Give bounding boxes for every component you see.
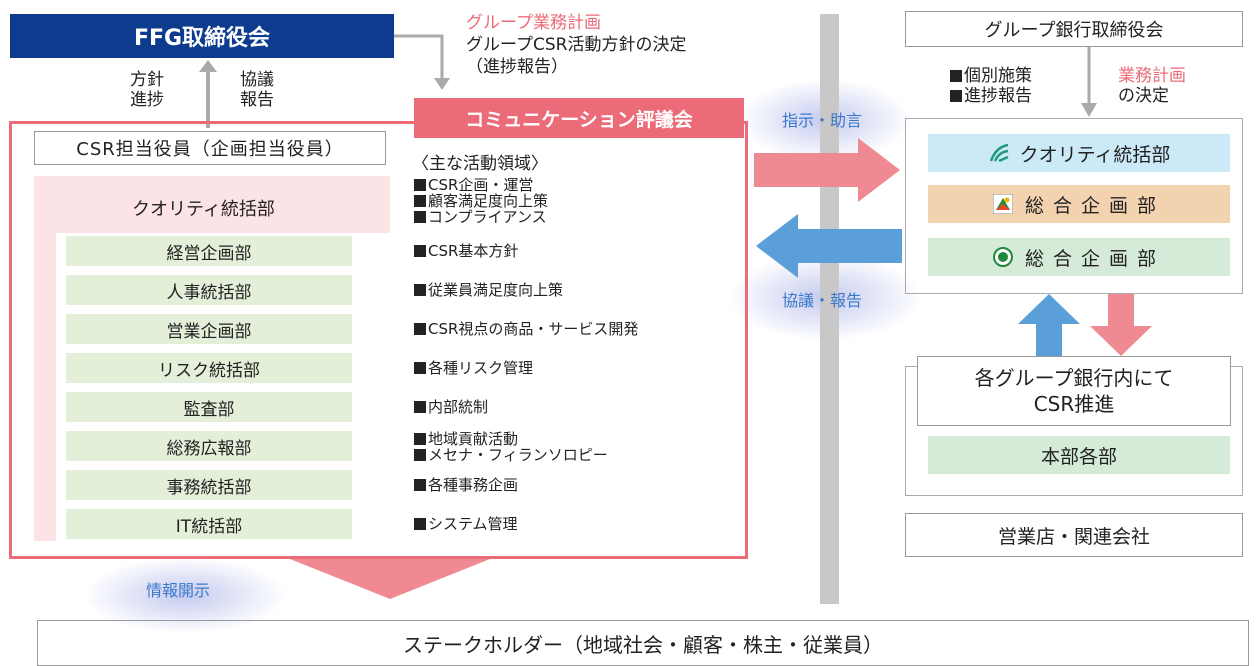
board-to-committee-arrow <box>394 34 450 90</box>
up-blue-arrow <box>1018 294 1080 356</box>
plan-decision: 業務計画 の決定 <box>1118 66 1186 106</box>
bank-depts-frame <box>905 118 1243 294</box>
up-arrow <box>199 60 217 128</box>
down-pink-arrow <box>1090 294 1152 356</box>
dept-it: IT統括部 <box>66 509 352 539</box>
branches-box: 営業店・関連会社 <box>905 513 1243 557</box>
dept-kansa-activity: 内部統制 <box>414 399 488 415</box>
bank-logo-square-icon <box>992 194 1013 214</box>
dept-somu-activity: 地域貢献活動 メセナ・フィランソロピー <box>414 431 608 463</box>
csr-officer-box: CSR担当役員（企画担当役員） <box>34 131 386 165</box>
business-plan-text: グループ業務計画 グループCSR活動方針の決定 （進捗報告） <box>466 13 687 77</box>
dept-eigyo-activity: CSR視点の商品・サービス開発 <box>414 321 638 337</box>
dept-keiei-activity: CSR基本方針 <box>414 243 518 259</box>
bank-plan-dept-1: 総合企画部 <box>928 185 1230 223</box>
policy-progress-label: 方針 進捗 <box>130 70 164 110</box>
ffg-board-label: FFG取締役会 <box>133 26 271 51</box>
dept-keiei: 経営企画部 <box>66 236 352 266</box>
report-arrow <box>756 214 902 278</box>
bank-logo-leaf-icon <box>989 143 1009 163</box>
quality-activities: CSR企画・運営 顧客満足度向上策 コンプライアンス <box>414 177 548 225</box>
dept-jinji: 人事統括部 <box>66 275 352 305</box>
quality-bg-top <box>34 176 390 233</box>
dept-it-activity: システム管理 <box>414 516 518 532</box>
dept-somu: 総務広報部 <box>66 431 352 461</box>
info-disclosure-label: 情報開示 <box>146 581 211 600</box>
activities-heading: 〈主な活動領域〉 <box>412 154 548 174</box>
bank-csr-box: 各グループ銀行内にて CSR推進 <box>917 356 1231 426</box>
committee-title: コミュニケーション評議会 <box>414 98 744 138</box>
dept-jimu: 事務統括部 <box>66 470 352 500</box>
bank-quality-dept: クオリティ統括部 <box>928 134 1230 172</box>
instruct-label: 指示・助言 <box>782 111 863 130</box>
dept-risk: リスク統括部 <box>66 353 352 383</box>
discussion-report-label: 協議 報告 <box>240 70 274 110</box>
dept-jimu-activity: 各種事務企画 <box>414 477 518 493</box>
dept-kansa: 監査部 <box>66 392 352 422</box>
instruct-arrow <box>754 138 900 202</box>
dept-jinji-activity: 従業員満足度向上策 <box>414 282 563 298</box>
board-down-arrow <box>1081 47 1097 117</box>
committee-frame <box>9 121 748 559</box>
ffg-board-box: FFG取締役会 <box>10 14 394 58</box>
bank-plan-dept-2: 総合企画部 <box>928 238 1230 276</box>
quality-bg-side <box>34 233 56 541</box>
disclosure-arrow <box>290 559 490 599</box>
individual-measures: 個別施策 進捗報告 <box>950 66 1032 106</box>
group-bank-board-box: グループ銀行取締役会 <box>905 11 1243 47</box>
stakeholders-box: ステークホルダー（地域社会・顧客・株主・従業員） <box>37 620 1249 666</box>
headquarters-box: 本部各部 <box>928 436 1230 474</box>
report-label: 協議・報告 <box>782 291 863 310</box>
quality-dept-label: クオリティ統括部 <box>132 199 275 220</box>
dept-eigyo: 営業企画部 <box>66 314 352 344</box>
bank-logo-circle-icon <box>992 247 1013 267</box>
dept-risk-activity: 各種リスク管理 <box>414 360 533 376</box>
